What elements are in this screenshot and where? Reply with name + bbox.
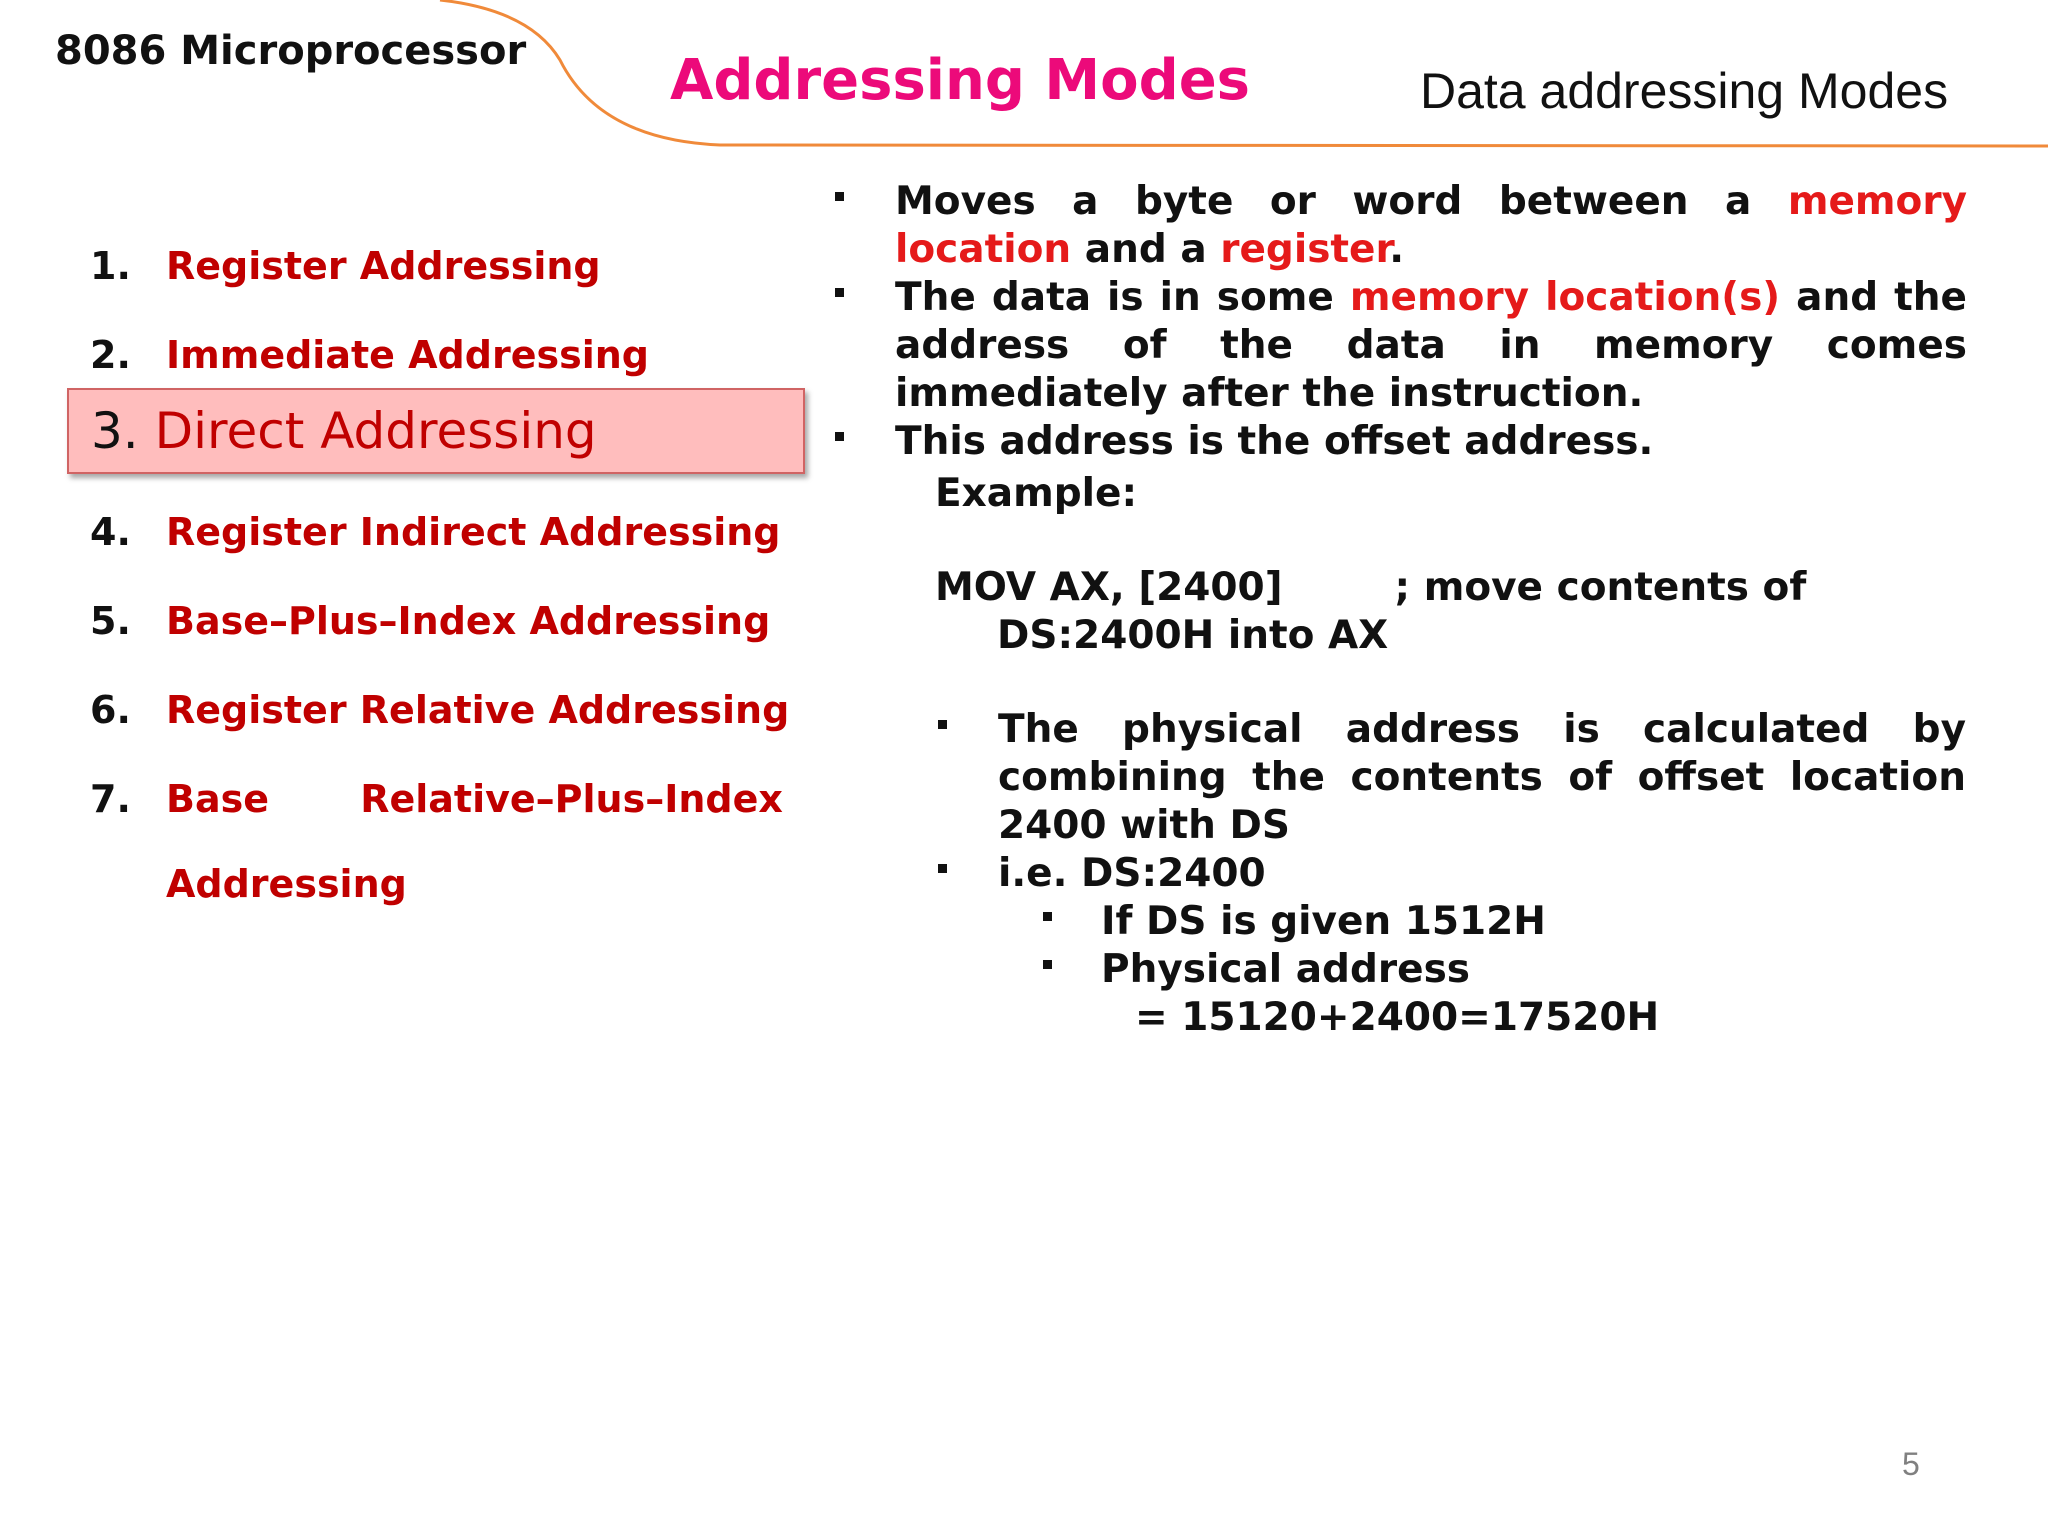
sub-bullet-item: If DS is given 1512H xyxy=(1043,898,1966,946)
page-number: 5 xyxy=(1902,1446,1920,1482)
mode-number: 1. xyxy=(90,244,131,288)
mode-number: 5. xyxy=(90,599,131,643)
bullet-item: i.e. DS:2400 xyxy=(938,850,1966,898)
mode-item-direct-selected[interactable]: 3. Direct Addressing xyxy=(67,388,805,474)
bullet-item: This address is the offset address. xyxy=(835,418,1967,466)
course-title: 8086 Microprocessor xyxy=(55,28,527,74)
mode-number: 4. xyxy=(90,510,131,554)
mode-number: 7. xyxy=(90,777,131,821)
mode-label: Direct Addressing xyxy=(154,402,597,460)
mode-number: 2. xyxy=(90,333,131,377)
mode-label: Register Relative Addressing xyxy=(166,688,790,732)
bullet-item: The data is in some memory location(s) a… xyxy=(835,275,1967,416)
mode-label: Register Addressing xyxy=(166,244,601,288)
detail-bullet-list: The physical address is calculated by co… xyxy=(938,706,1966,1042)
main-bullet-list: Moves a byte or word between a memory lo… xyxy=(835,178,1967,466)
mode-item-base-plus-index[interactable]: 5. Base–Plus–Index Addressing xyxy=(90,599,770,643)
bullet-item: Moves a byte or word between a memory lo… xyxy=(835,179,1967,272)
example-comment-continued: DS:2400H into AX xyxy=(997,613,1389,658)
example-code-line: MOV AX, [2400]; move contents of xyxy=(935,565,1807,610)
example-block: Example: MOV AX, [2400]; move contents o… xyxy=(935,470,1806,660)
mode-item-base-relative-plus-index[interactable]: 7. Base Relative–Plus–Index xyxy=(90,777,783,821)
slide-subtitle: Data addressing Modes xyxy=(1420,63,1949,119)
sub-bullet-item: Physical address xyxy=(1043,946,1966,994)
mode-number: 3. xyxy=(91,402,139,460)
mode-item-register-relative[interactable]: 6. Register Relative Addressing xyxy=(90,688,789,732)
mode-label: Immediate Addressing xyxy=(166,333,649,377)
mode-label: Register Indirect Addressing xyxy=(166,510,781,554)
mode-number: 6. xyxy=(90,688,131,732)
calculation-line: = 15120+2400=17520H xyxy=(1135,995,1660,1040)
mode-label: Base Relative–Plus–Index xyxy=(166,777,783,821)
header-decoration-curve xyxy=(439,0,2048,148)
example-label: Example: xyxy=(935,471,1138,516)
slide-title: Addressing Modes xyxy=(670,48,1251,113)
mode-label-continued: Addressing xyxy=(166,862,407,906)
mode-item-register-indirect[interactable]: 4. Register Indirect Addressing xyxy=(90,510,780,554)
mode-item-immediate[interactable]: 2. Immediate Addressing xyxy=(90,333,649,377)
mode-label: Base–Plus–Index Addressing xyxy=(166,599,771,643)
bullet-item: The physical address is calculated by co… xyxy=(938,707,1966,848)
mode-item-register[interactable]: 1. Register Addressing xyxy=(90,244,601,288)
